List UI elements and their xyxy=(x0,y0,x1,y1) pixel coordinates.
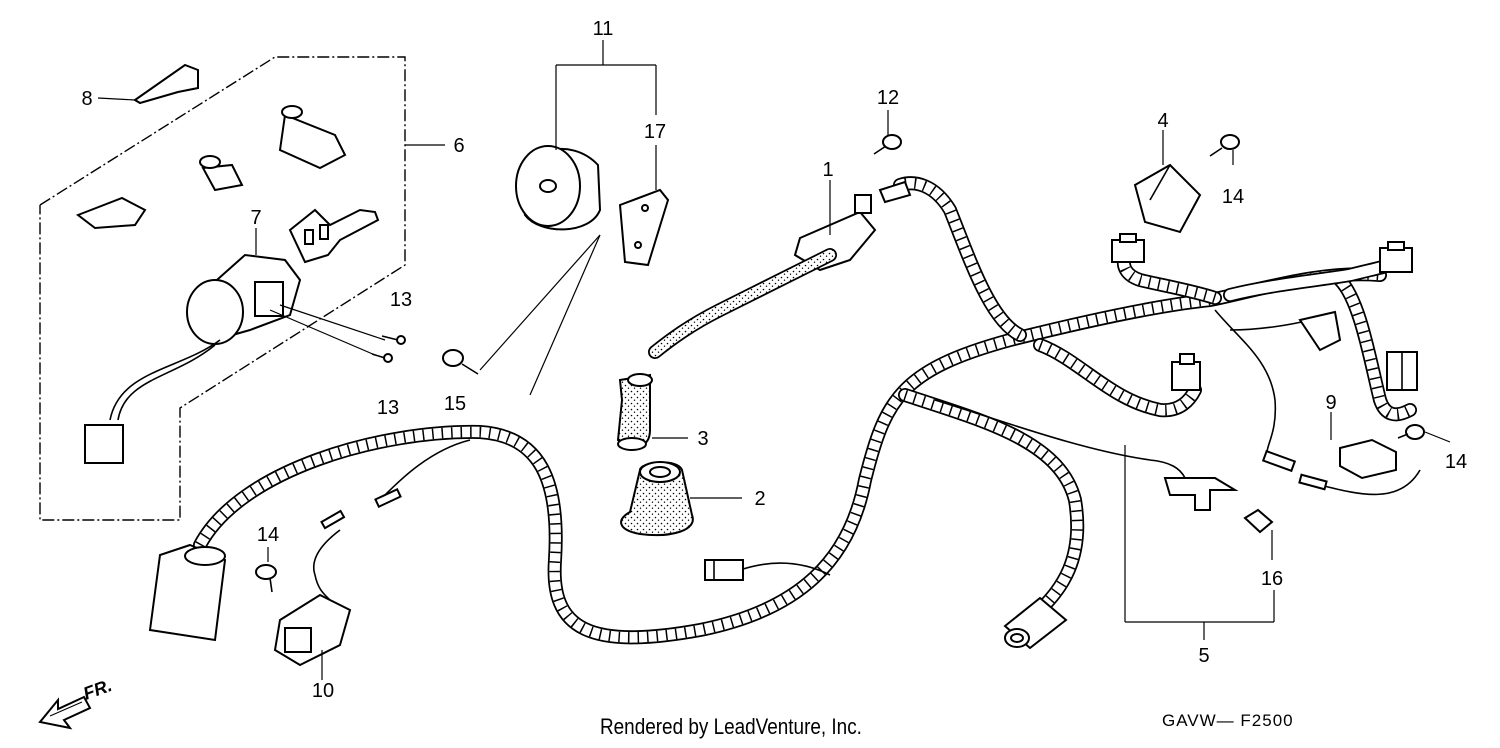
part-14-bolt-top xyxy=(1209,134,1240,157)
harness-pin-left xyxy=(320,487,402,530)
part-15-bolt xyxy=(442,349,479,375)
callout-10: 10 xyxy=(312,680,334,702)
part-2-boot xyxy=(620,461,694,536)
callout-14-top: 14 xyxy=(1222,186,1244,208)
harness-connector-mid xyxy=(1171,353,1201,391)
callout-14-right: 14 xyxy=(1445,451,1467,473)
part-17-bracket xyxy=(618,188,670,267)
diagram-code: GAVW— F2500 xyxy=(1162,711,1294,730)
part-14-bolt-right xyxy=(1397,424,1425,440)
part-13-screws xyxy=(371,335,406,363)
part-9-unit xyxy=(1339,438,1397,480)
front-direction-marker: FR. xyxy=(38,675,115,730)
part-10-connector xyxy=(273,593,352,667)
part-7-ignition-switch xyxy=(84,253,302,464)
part-14-bolt-left xyxy=(255,564,277,593)
callout-5: 5 xyxy=(1198,645,1209,667)
harness-connector-top-right xyxy=(1379,241,1413,273)
part-8-key xyxy=(133,63,199,105)
harness-connector-center xyxy=(704,559,744,581)
harness-connector-top-left xyxy=(1111,233,1145,263)
callout-16: 16 xyxy=(1261,568,1283,590)
callout-6: 6 xyxy=(453,135,464,157)
callout-2: 2 xyxy=(754,488,765,510)
part-6-dashed-group xyxy=(39,56,406,521)
callout-15: 15 xyxy=(444,393,466,415)
callout-1: 1 xyxy=(822,159,833,181)
callout-12: 12 xyxy=(877,87,899,109)
part-1-ignition-coil xyxy=(648,180,912,359)
harness-socket-left xyxy=(148,543,227,642)
callout-17: 17 xyxy=(644,121,666,143)
callout-13-lower: 13 xyxy=(377,397,399,419)
part-3-plug-cap xyxy=(616,373,653,451)
callout-7: 7 xyxy=(250,207,261,229)
part-11-horn xyxy=(515,145,602,231)
callout-9: 9 xyxy=(1325,392,1336,414)
harness-pin-right xyxy=(1261,449,1328,491)
lock-cylinder-1 xyxy=(278,105,347,170)
credit-text: Rendered by LeadVenture, Inc. xyxy=(600,714,862,739)
callout-8: 8 xyxy=(81,88,92,110)
callout-4: 4 xyxy=(1157,110,1168,132)
callout-3: 3 xyxy=(697,428,708,450)
harness-socket-right xyxy=(1003,596,1068,650)
callout-13-upper: 13 xyxy=(390,289,412,311)
lock-cylinder-3 xyxy=(75,196,147,230)
callout-numbers: 1 2 3 4 5 6 7 8 9 10 11 12 13 13 14 14 1… xyxy=(81,18,1467,702)
lock-cylinder-2 xyxy=(199,155,244,192)
part-4-relay xyxy=(1133,163,1202,234)
part-12-bolt xyxy=(873,134,902,155)
ignition-keys xyxy=(288,208,380,264)
harness-connector-upper-right xyxy=(1298,310,1342,352)
part-16-fuse xyxy=(1243,508,1274,534)
front-direction-label: FR. xyxy=(81,675,115,704)
harness-connector-lower xyxy=(1163,477,1239,511)
callout-14-left: 14 xyxy=(257,524,279,546)
callout-11: 11 xyxy=(593,18,614,40)
leader-lines xyxy=(97,40,1451,680)
main-wire-harness xyxy=(193,176,1421,645)
harness-connector-right xyxy=(1386,351,1418,391)
